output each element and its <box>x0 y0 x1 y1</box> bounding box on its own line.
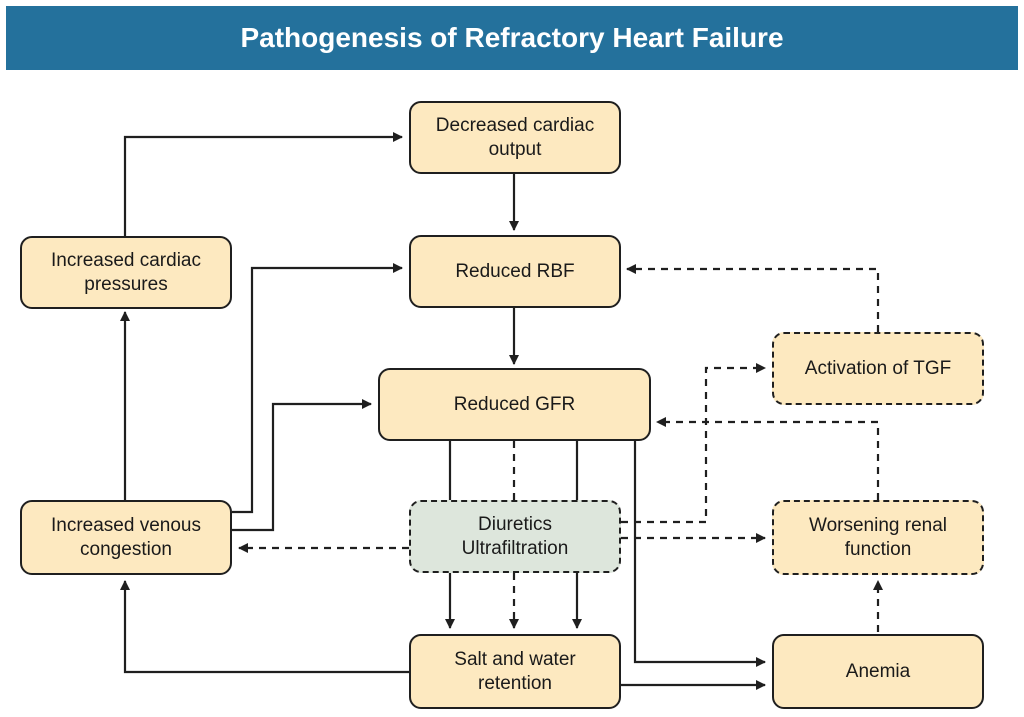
node-increased-cardiac-pressures-label: Increased cardiac pressures <box>51 249 201 295</box>
node-decreased-cardiac-output: Decreased cardiac output <box>409 101 621 174</box>
node-anemia: Anemia <box>772 634 984 709</box>
node-decreased-cardiac-output-label: Decreased cardiac output <box>435 114 595 160</box>
node-anemia-label: Anemia <box>845 660 911 682</box>
node-reduced-rbf: Reduced RBF <box>409 235 621 308</box>
node-diuretics-ultrafiltration-label: Diuretics Ultrafiltration <box>461 513 569 559</box>
node-increased-venous-congestion-label: Increased venous congestion <box>51 514 201 560</box>
diagram-title-banner: Pathogenesis of Refractory Heart Failure <box>6 6 1018 70</box>
arrow-gfr-to-anemia <box>633 441 766 667</box>
arrow-therapy-to-tgf <box>621 363 766 524</box>
arrow-congestion-to-gfr <box>232 399 372 532</box>
arrow-congestion-to-rbf <box>232 263 403 514</box>
node-reduced-rbf-label: Reduced RBF <box>455 260 575 282</box>
arrow-worsening-to-gfr <box>656 417 880 500</box>
arrow-pressures-to-cardiac-output <box>123 132 403 236</box>
node-increased-cardiac-pressures: Increased cardiac pressures <box>20 236 232 309</box>
node-salt-and-water-retention: Salt and water retention <box>409 634 621 709</box>
node-reduced-gfr-label: Reduced GFR <box>453 393 576 415</box>
node-salt-and-water-retention-label: Salt and water retention <box>454 648 576 694</box>
arrow-tgf-to-rbf <box>626 264 880 332</box>
arrow-retention-to-congestion <box>120 580 409 674</box>
node-increased-venous-congestion: Increased venous congestion <box>20 500 232 575</box>
node-activation-of-tgf-label: Activation of TGF <box>804 357 952 379</box>
node-reduced-gfr: Reduced GFR <box>378 368 651 441</box>
node-activation-of-tgf: Activation of TGF <box>772 332 984 405</box>
node-worsening-renal-function: Worsening renal function <box>772 500 984 575</box>
node-diuretics-ultrafiltration: Diuretics Ultrafiltration <box>409 500 621 573</box>
diagram-title: Pathogenesis of Refractory Heart Failure <box>240 22 784 53</box>
node-worsening-renal-function-label: Worsening renal function <box>808 514 947 560</box>
